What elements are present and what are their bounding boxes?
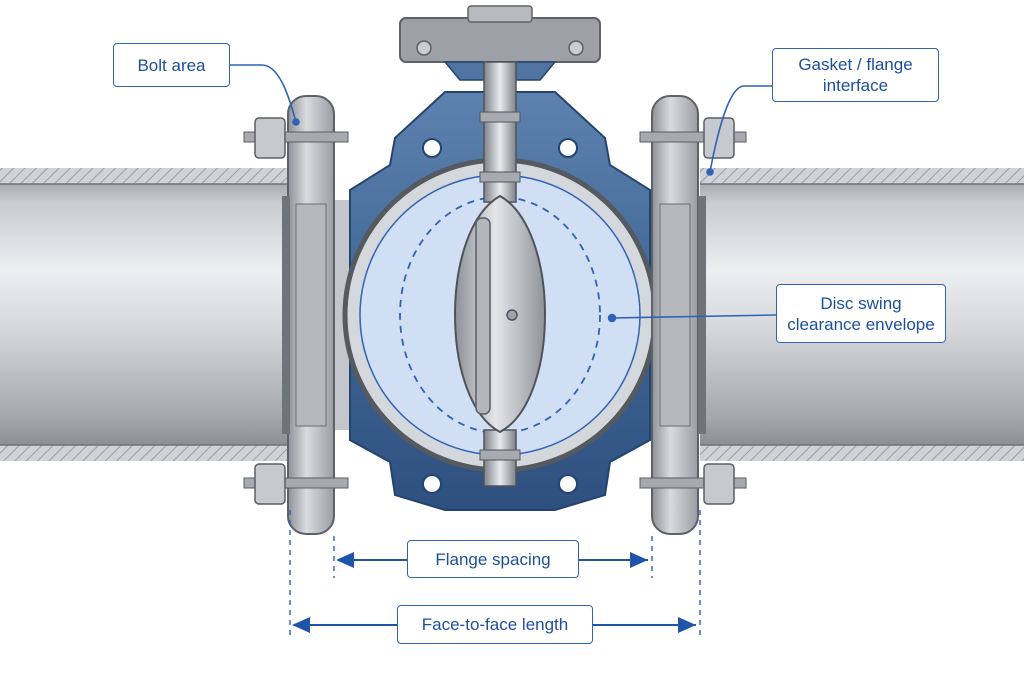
disc-label-line1: Disc swing bbox=[820, 293, 902, 313]
flange-spacing-label: Flange spacing bbox=[435, 549, 551, 569]
gasket-label-line2: interface bbox=[822, 76, 889, 95]
disc-swing-leader bbox=[611, 314, 777, 319]
flange-bolts bbox=[243, 117, 747, 505]
bolt-area-callout: Bolt area bbox=[113, 43, 230, 87]
leader-lines bbox=[230, 64, 777, 323]
dimension-lines bbox=[289, 510, 701, 638]
bolt-area-leader bbox=[230, 64, 297, 123]
flange-spacing-callout: Flange spacing bbox=[407, 540, 579, 578]
valve-disc bbox=[454, 194, 546, 434]
gasket-flange-interface-callout: Gasket / flange interface bbox=[772, 48, 939, 102]
right-flange bbox=[651, 95, 706, 535]
disc-label-line2: clearance envelope bbox=[787, 314, 935, 334]
gasket-label-line1: Gasket / flange bbox=[798, 55, 913, 74]
left-pipe bbox=[0, 168, 300, 461]
left-flange bbox=[282, 95, 335, 535]
bolt-area-label: Bolt area bbox=[137, 55, 206, 75]
face-to-face-callout: Face-to-face length bbox=[397, 605, 593, 644]
face-to-face-label: Face-to-face length bbox=[421, 615, 569, 634]
disc-swing-callout: Disc swing clearance envelope bbox=[776, 284, 946, 343]
gasket-leader bbox=[709, 85, 772, 173]
